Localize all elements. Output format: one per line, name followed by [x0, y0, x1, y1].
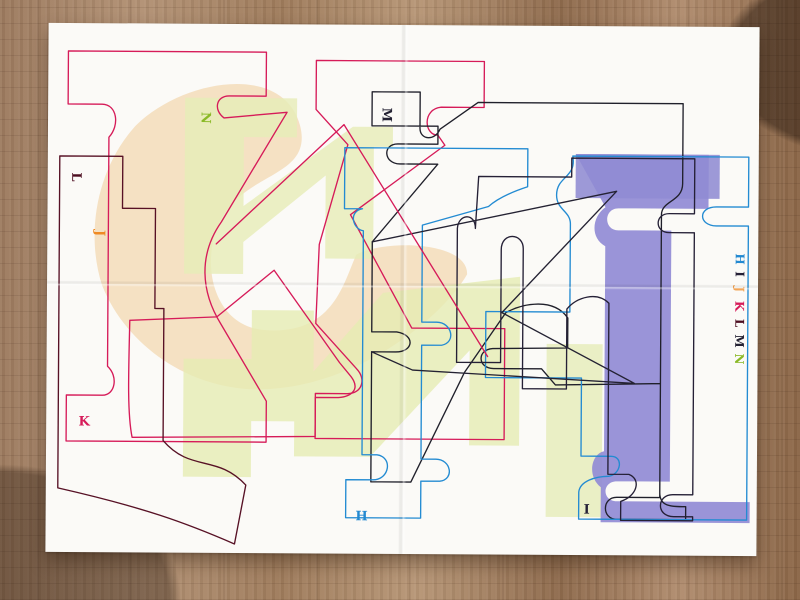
letter-label-k: K [78, 415, 90, 430]
legend-k: K [732, 301, 746, 312]
red-k-lower-outline [127, 269, 356, 439]
legend-m: M [732, 334, 746, 347]
legend-j: J [732, 285, 746, 292]
dark-lines-crossing [370, 190, 636, 385]
legend-n: N [732, 354, 746, 365]
red-k-middle-outline [314, 59, 506, 441]
red-k-outline [65, 50, 288, 443]
letter-label-m: M [379, 108, 394, 122]
letter-label-l: L [68, 172, 83, 181]
legend-i: I [733, 271, 747, 277]
black-i-outline [455, 157, 696, 522]
blue-h-right-outline [484, 155, 750, 521]
legend-h: H [733, 253, 747, 264]
letter-label-n: N [198, 112, 213, 124]
letter-outline-artwork: N M L J K H I H I J K L M N [57, 50, 750, 545]
letter-label-j: J [92, 229, 107, 236]
dark-l-outline [57, 155, 247, 545]
green-n-fill [184, 97, 393, 275]
green-n-right-fill [545, 343, 603, 518]
blue-h-outline [343, 146, 529, 519]
folded-poster: N M L J K H I H I J K L M N [45, 22, 760, 557]
red-diagonal [215, 123, 489, 358]
black-m-outline [370, 91, 687, 521]
letter-label-i: I [584, 503, 590, 518]
colored-letter-outlines [57, 50, 750, 545]
large-letter-labels: N M L J K H I [68, 108, 590, 525]
legend-l: L [732, 319, 746, 328]
purple-i-fill [575, 154, 750, 524]
purple-i-upper-fill [575, 154, 720, 199]
letter-label-h: H [355, 509, 367, 524]
right-edge-legend: H I J K L M N [732, 253, 747, 364]
